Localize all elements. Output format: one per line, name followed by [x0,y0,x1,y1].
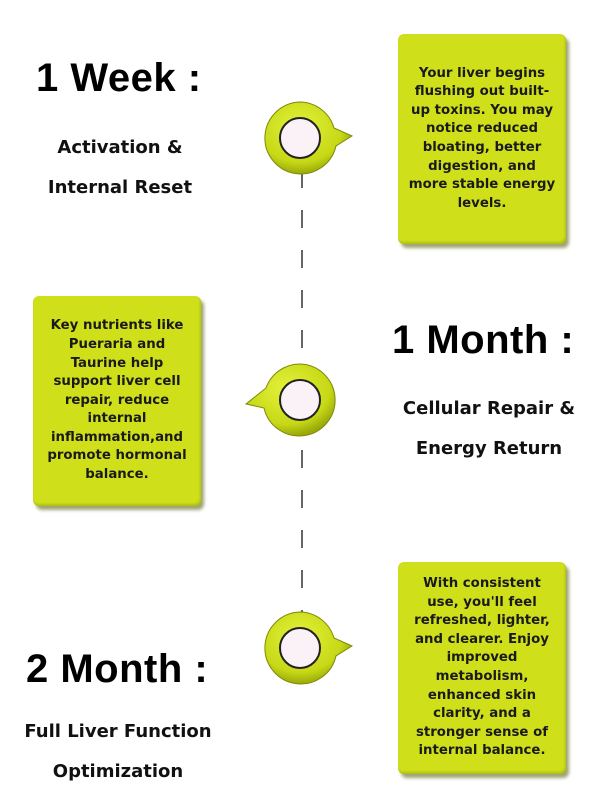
speech-bubble-pointer-right-icon [264,611,354,685]
milestone-2-marker [244,360,344,440]
milestone-3-description: With consistent use, you'll feel refresh… [414,576,550,759]
milestone-3-subtitle-line2: Optimization [52,761,184,782]
milestone-1-marker [254,98,354,178]
milestone-2-heading: 1 Month : [392,318,575,362]
milestone-3-subtitle: Full Liver Function Optimization [18,712,218,792]
milestone-3-description-box: With consistent use, you'll feel refresh… [398,562,566,774]
milestone-1-heading: 1 Week : [36,56,202,100]
milestone-1-subtitle-line1: Activation & [57,137,183,158]
milestone-3-subtitle-line1: Full Liver Function [24,721,212,742]
milestone-2-description-box: Key nutrients like Pueraria and Taurine … [33,296,201,506]
milestone-3-marker [254,608,354,688]
milestone-2-subtitle-line1: Cellular Repair & [402,398,576,419]
milestone-3-heading: 2 Month : [26,647,209,691]
speech-bubble-pointer-left-icon [244,363,336,437]
milestone-1-subtitle: Activation & Internal Reset [30,128,210,208]
milestone-2-description: Key nutrients like Pueraria and Taurine … [47,318,187,483]
speech-bubble-pointer-right-icon [264,101,354,175]
milestone-1-description-box: Your liver begins flushing out built-up … [398,34,566,244]
milestone-1-description: Your liver begins flushing out built-up … [408,65,556,211]
milestone-2-subtitle-line2: Energy Return [415,438,563,459]
milestone-2-subtitle: Cellular Repair & Energy Return [396,389,582,469]
milestone-1-subtitle-line2: Internal Reset [47,177,193,198]
